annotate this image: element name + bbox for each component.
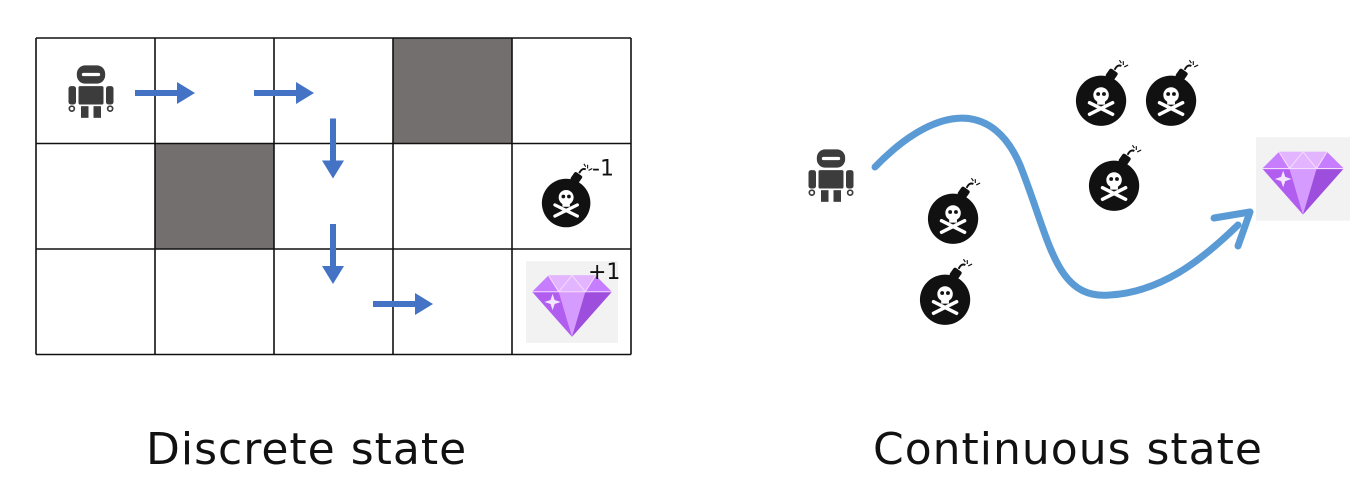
gem-reward-label: +1 <box>588 260 620 285</box>
wall-cell <box>155 143 274 249</box>
trajectory-path <box>871 114 1242 299</box>
bomb-icon <box>540 162 595 230</box>
continuous-scene <box>807 58 1350 327</box>
diamond-icon <box>1256 136 1350 222</box>
path-arrow-right <box>135 82 195 104</box>
robot-icon <box>67 64 115 119</box>
path-arrow-down <box>322 224 344 284</box>
discrete-state-caption: Discrete state <box>146 424 468 475</box>
continuous-state-caption: Continuous state <box>873 424 1263 475</box>
bomb-icon <box>1074 58 1130 128</box>
discrete-grid: -1 +1 <box>35 37 632 356</box>
path-arrow-right <box>373 293 433 315</box>
trajectory-arrowhead <box>1210 208 1254 250</box>
bomb-icon <box>1087 143 1143 213</box>
path-arrow-right <box>254 82 314 104</box>
bomb-icon <box>918 257 974 327</box>
bomb-icon <box>926 176 982 246</box>
bomb-reward-label: -1 <box>592 157 614 182</box>
bomb-icon <box>1144 58 1200 128</box>
robot-icon <box>807 148 855 203</box>
wall-cell <box>393 38 512 144</box>
path-arrow-down <box>322 118 344 179</box>
